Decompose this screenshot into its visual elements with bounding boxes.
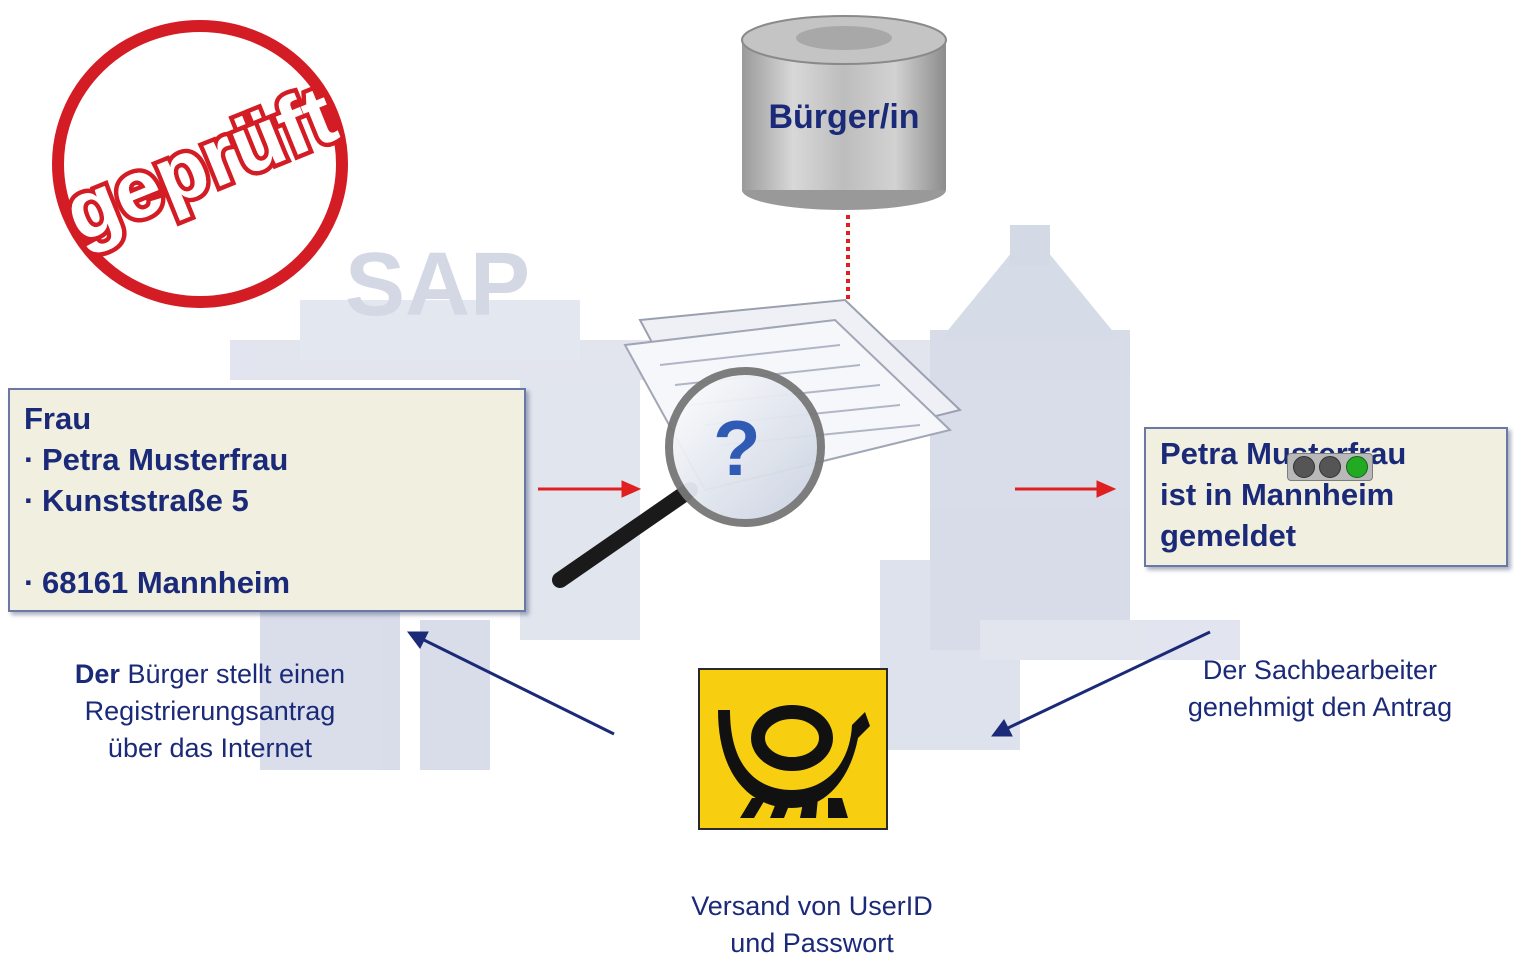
step-citizen-line1: Bürger stellt einen (119, 659, 346, 689)
post-horn-icon (698, 668, 888, 830)
citizen-city: 68161 Mannheim (42, 565, 291, 600)
stamp-text-fill: geprüft (52, 69, 348, 259)
database-label: Bürger/in (768, 98, 920, 136)
citizen-name-row: ·Petra Musterfrau (24, 439, 510, 480)
step-post-line1: Versand von UserID (691, 891, 933, 921)
bullet-icon: · (24, 442, 35, 477)
step-clerk-caption: Der Sachbearbeiter genehmigt den Antrag (1130, 652, 1510, 726)
lamp-red-off (1292, 456, 1315, 478)
lamp-green-on (1345, 456, 1368, 478)
blue-arrow-right (991, 630, 1211, 737)
citizen-salutation: Frau (24, 401, 92, 436)
question-mark-icon: ? (713, 404, 761, 492)
step-citizen-bold: Der (74, 659, 120, 689)
lamp-yellow-off (1319, 456, 1341, 478)
citizen-street: Kunststraße 5 (42, 483, 249, 518)
citizen-name: Petra Musterfrau (42, 442, 289, 477)
stamp-geprueft: geprüft geprüft (48, 20, 353, 308)
red-arrow-right (1015, 480, 1117, 498)
bullet-icon: · (24, 483, 35, 518)
spacer (24, 521, 510, 562)
step-citizen-line3: über das Internet (107, 733, 313, 763)
citizen-street-row: ·Kunststraße 5 (24, 480, 510, 521)
building-watermark (230, 225, 1240, 770)
status-line-2: ist in Mannheim (1160, 477, 1395, 512)
database-icon (741, 15, 947, 210)
sap-watermark-text: SAP (345, 235, 530, 335)
step-post-caption: Versand von UserID und Passwort (612, 888, 1012, 962)
blue-arrow-left (407, 631, 615, 736)
magnifier-icon (552, 367, 825, 588)
status-line-3: gemeldet (1160, 518, 1297, 553)
step-clerk-line2: genehmigt den Antrag (1187, 692, 1453, 722)
citizen-city-row: ·68161 Mannheim (24, 562, 510, 603)
step-post-line2: und Passwort (730, 928, 894, 958)
step-citizen-caption: Der Bürger stellt einen Registrierungsan… (10, 656, 410, 767)
traffic-light-icon (1287, 453, 1373, 481)
citizen-data-card: Frau ·Petra Musterfrau ·Kunststraße 5 ·6… (8, 388, 526, 612)
red-arrow-left (538, 480, 642, 498)
registration-status-card: Petra Musterfrau ist in Mannheim gemelde… (1144, 427, 1508, 567)
bullet-icon: · (24, 565, 35, 600)
step-clerk-line1: Der Sachbearbeiter (1202, 655, 1438, 685)
step-citizen-line2: Registrierungsantrag (84, 696, 336, 726)
